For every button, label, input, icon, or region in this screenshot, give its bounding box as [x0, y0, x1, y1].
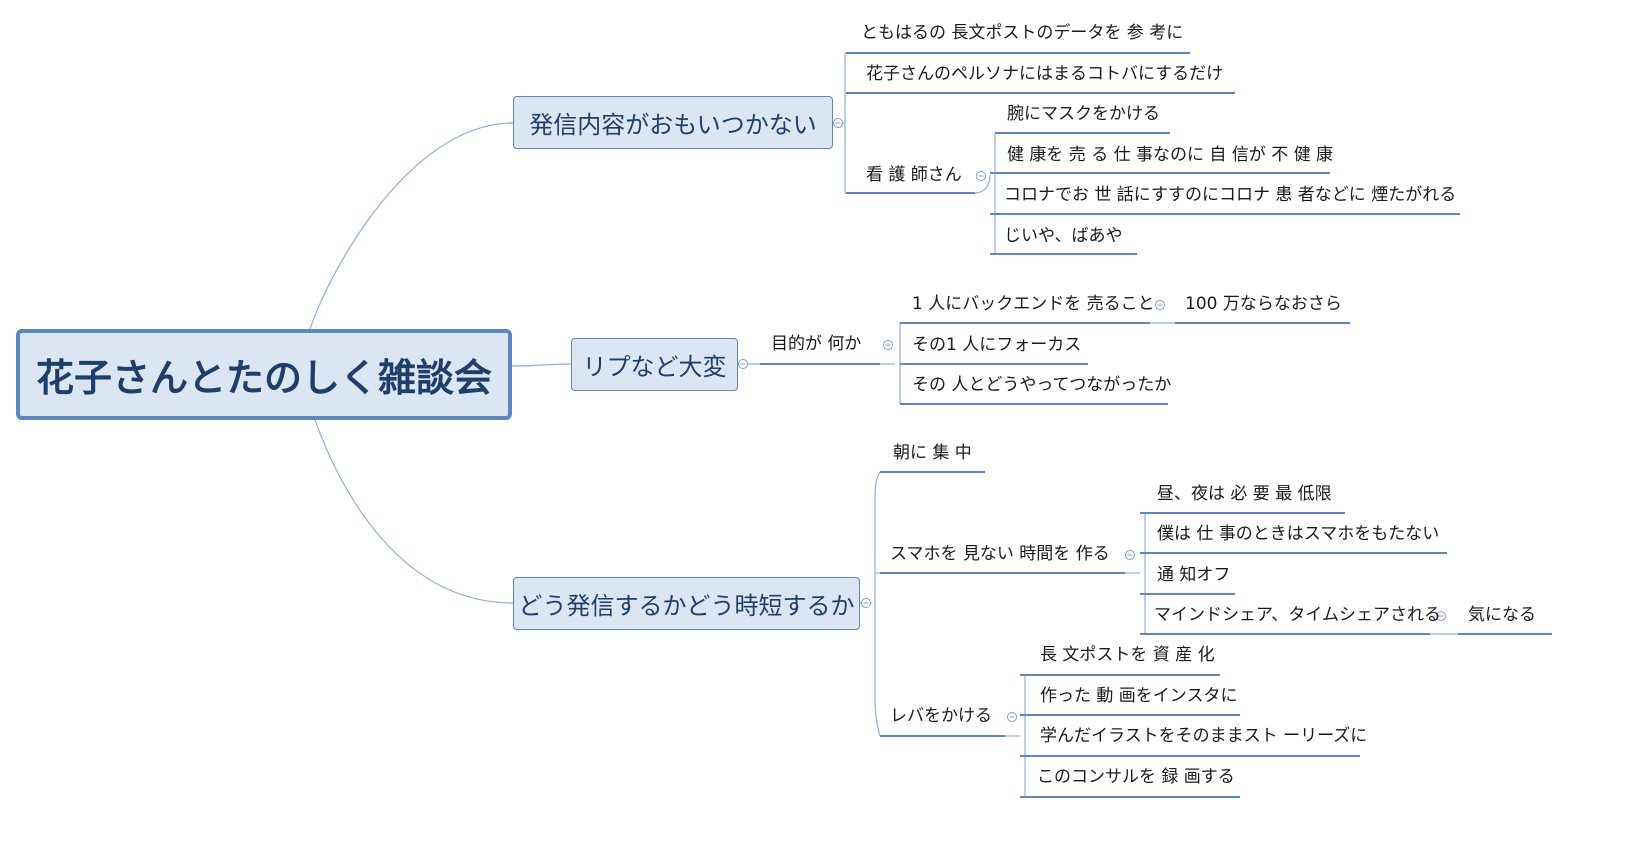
- topic-b3-i2[interactable]: スマホを 見ない 時間を 作る: [890, 544, 1110, 564]
- topic-b3-i3-c4[interactable]: このコンサルを 録 画する: [1037, 767, 1235, 787]
- branch-box-b1[interactable]: 発信内容がおもいつかない: [513, 96, 833, 149]
- branch-box-b3[interactable]: どう発信するかどう時短するか: [513, 577, 860, 630]
- topic-b1-i2[interactable]: 花子さんのペルソナにはまるコトバにするだけ: [866, 64, 1224, 84]
- collapse-marker-b3-i3[interactable]: [1007, 712, 1017, 722]
- topic-b1-i3-c1[interactable]: 腕にマスクをかける: [1007, 104, 1160, 124]
- connector-b1-i3-stem: [974, 174, 991, 194]
- topic-b3-i3[interactable]: レバをかける: [890, 706, 992, 726]
- collapse-marker-b2-sub[interactable]: [883, 340, 893, 350]
- collapse-marker-b1[interactable]: [833, 118, 843, 128]
- topic-b1-i3-c3[interactable]: コロナでお 世 話にすすのにコロナ 患 者などに 煙たがれる: [1004, 185, 1457, 205]
- topic-b3-i2-c3[interactable]: 通 知オフ: [1157, 565, 1231, 585]
- connector-b3-spine: [874, 471, 881, 737]
- topic-b1-i3[interactable]: 看 護 師さん: [866, 165, 962, 185]
- topic-b3-i2-c4[interactable]: マインドシェア、タイムシェアされる: [1154, 605, 1441, 625]
- underlines: [760, 52, 1552, 798]
- connector-root-b3: [314, 419, 514, 604]
- topic-b2-i1[interactable]: 1 人にバックエンドを 売ること: [912, 294, 1155, 314]
- topic-b3-i2-c2[interactable]: 僕は 仕 事のときはスマホをもたない: [1157, 524, 1440, 544]
- collapse-marker-b1-i3[interactable]: [976, 171, 986, 181]
- topic-b2-sub[interactable]: 目的が 何か: [771, 334, 862, 354]
- topic-b1-i1[interactable]: ともはるの 長文ポストのデータを 参 考に: [861, 23, 1184, 43]
- collapse-marker-b2-i1[interactable]: [1155, 300, 1165, 310]
- topic-b2-i3[interactable]: その 人とどうやってつながったか: [912, 375, 1172, 395]
- topic-b1-i3-c4[interactable]: じいや、ばあや: [1004, 226, 1123, 246]
- collapse-marker-b3-i2-c4[interactable]: [1436, 611, 1446, 621]
- topic-b2-i2[interactable]: その1 人にフォーカス: [912, 335, 1082, 355]
- topic-b3-i3-c1[interactable]: 長 文ポストを 資 産 化: [1040, 645, 1215, 665]
- topic-b3-i2-c1[interactable]: 昼、夜は 必 要 最 低限: [1157, 484, 1332, 504]
- connector-root-b2: [511, 363, 572, 367]
- collapse-marker-b3[interactable]: [861, 598, 871, 608]
- topic-b3-i1[interactable]: 朝に 集 中: [893, 443, 972, 463]
- connector-root-b1: [309, 122, 514, 330]
- topic-b3-i3-c3[interactable]: 学んだイラストをそのままスト ーリーズに: [1040, 726, 1368, 746]
- topic-b3-i2-c4-child[interactable]: 気になる: [1468, 605, 1536, 625]
- topic-b1-i3-c2[interactable]: 健 康を 売 る 仕 事なのに 自 信が 不 健 康: [1007, 145, 1334, 165]
- collapse-marker-b2[interactable]: [738, 359, 748, 369]
- collapse-marker-b3-i2[interactable]: [1125, 550, 1135, 560]
- collapse-markers: [738, 118, 1446, 722]
- topic-b2-i1-child[interactable]: 100 万ならなおさら: [1185, 294, 1342, 314]
- root-topic[interactable]: 花子さんとたのしく雑談会: [16, 329, 512, 420]
- topic-b3-i3-c2[interactable]: 作った 動 画をインスタに: [1040, 686, 1238, 706]
- branch-box-b2[interactable]: リプなど大変: [571, 338, 738, 391]
